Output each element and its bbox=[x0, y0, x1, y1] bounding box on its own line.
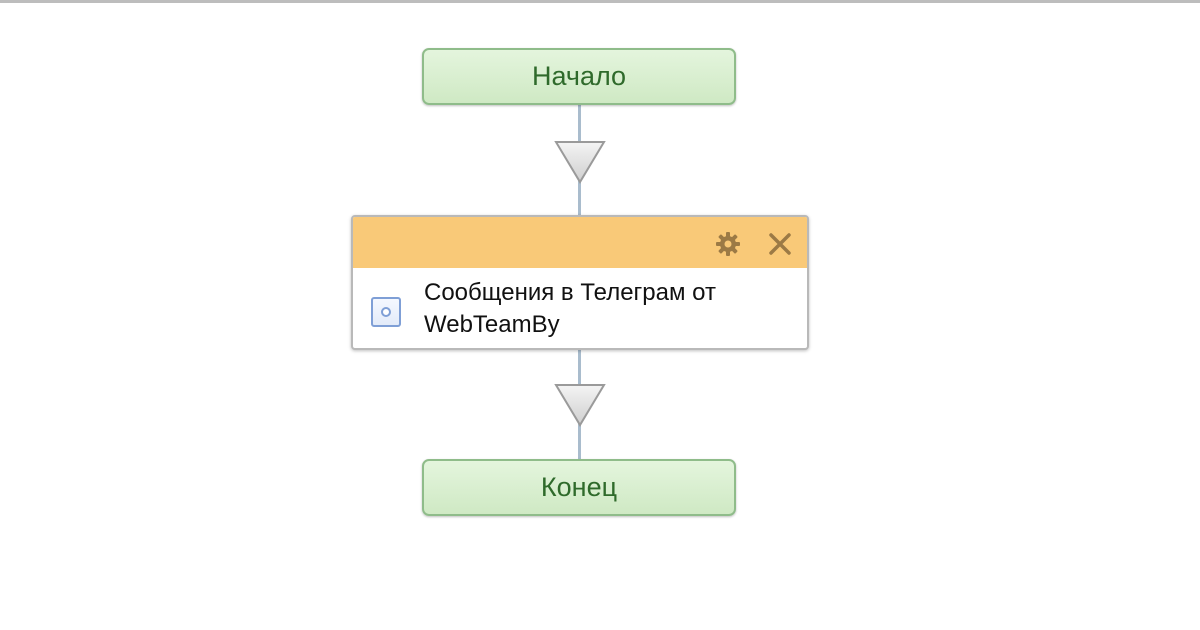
flow-arrow-down-icon bbox=[554, 384, 606, 427]
start-node-label: Начало bbox=[531, 61, 627, 91]
flow-arrow-down-icon bbox=[554, 141, 606, 184]
action-block[interactable]: Сообщения в Телеграм от WebTeamBy bbox=[351, 215, 809, 350]
action-type-icon-dot bbox=[381, 307, 391, 317]
action-block-body: Сообщения в Телеграм от WebTeamBy bbox=[353, 268, 807, 348]
start-node[interactable]: Начало bbox=[422, 48, 736, 105]
close-icon[interactable] bbox=[767, 231, 793, 257]
top-divider bbox=[0, 0, 1200, 3]
end-node[interactable]: Конец bbox=[422, 459, 736, 516]
action-block-title[interactable]: Сообщения в Телеграм от WebTeamBy bbox=[424, 279, 716, 338]
gear-icon[interactable] bbox=[715, 231, 741, 257]
action-type-icon bbox=[371, 297, 401, 327]
action-block-header bbox=[353, 217, 807, 268]
end-node-label: Конец bbox=[540, 472, 618, 502]
